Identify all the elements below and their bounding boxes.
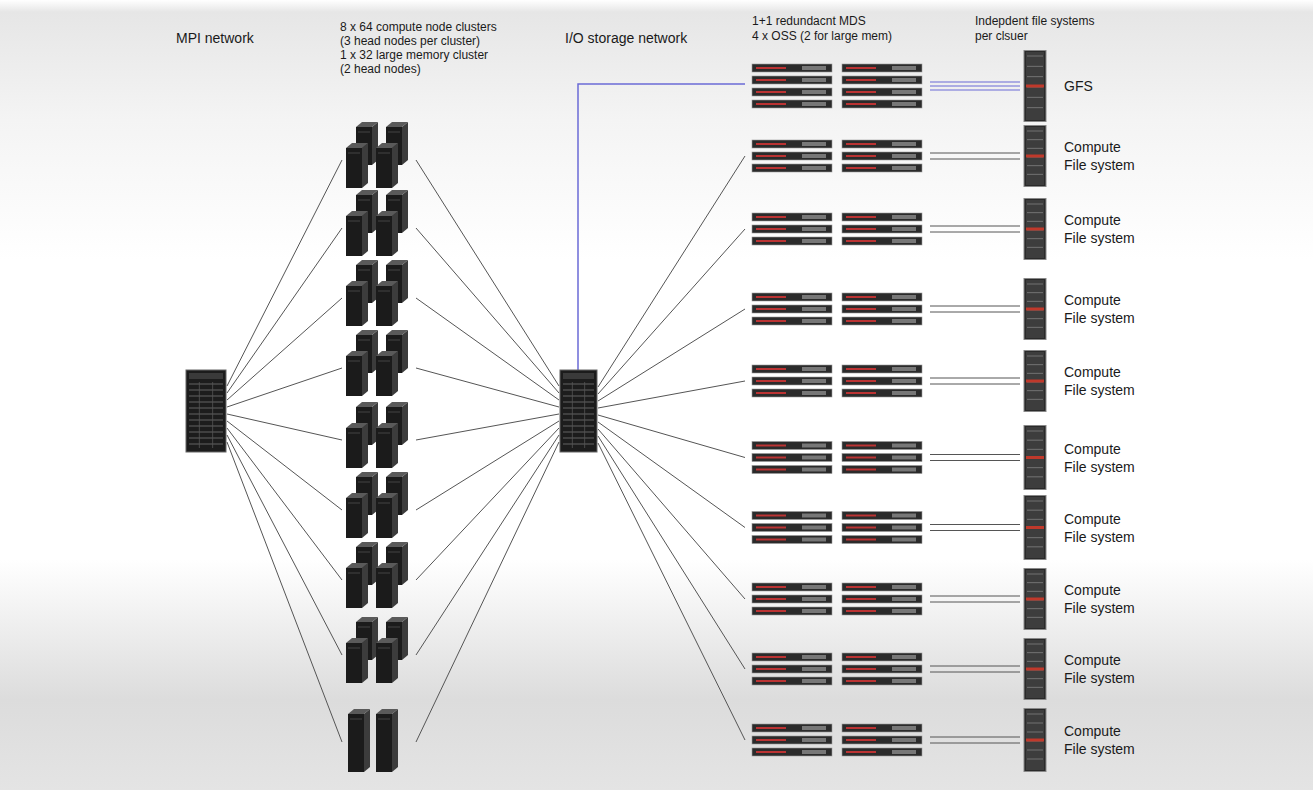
label-text: (2 head nodes) bbox=[340, 62, 421, 76]
compute-cluster bbox=[346, 472, 408, 538]
rack-label: Compute File system bbox=[1064, 291, 1142, 327]
label-text: MPI network bbox=[176, 30, 254, 46]
server-group bbox=[752, 64, 922, 108]
gfs-link bbox=[930, 85, 1020, 86]
rack-outline bbox=[1022, 425, 1050, 490]
label-text: 8 x 64 compute node clusters bbox=[340, 20, 497, 34]
server-group bbox=[752, 213, 922, 245]
rack-outline bbox=[1022, 568, 1050, 630]
file-system-rack: Compute File system bbox=[1022, 708, 1142, 772]
label-text: (3 head nodes per cluster) bbox=[340, 34, 480, 48]
rack-label: Compute File system bbox=[1064, 510, 1142, 546]
header-label: (2 head nodes) bbox=[340, 62, 421, 76]
network-links bbox=[227, 153, 1020, 743]
network-switch bbox=[560, 370, 597, 452]
header-label: 4 x OSS (2 for large mem) bbox=[752, 29, 892, 43]
label-text: 4 x OSS (2 for large mem) bbox=[752, 29, 892, 43]
file-system-rack: Compute File system bbox=[1022, 425, 1142, 490]
server-group bbox=[752, 724, 922, 756]
rack-label: Compute File system bbox=[1064, 722, 1142, 758]
rack-label: Compute File system bbox=[1064, 581, 1142, 617]
header-label: I/O storage network bbox=[565, 30, 687, 46]
large-memory-cluster bbox=[348, 709, 398, 772]
compute-cluster bbox=[346, 542, 408, 608]
gfs-link bbox=[578, 84, 745, 370]
header-label: Indepdent file systems bbox=[975, 14, 1094, 28]
file-system-rack: Compute File system bbox=[1022, 350, 1142, 412]
header-label: per clsuer bbox=[975, 29, 1028, 43]
header-label: 1 x 32 large memory cluster bbox=[340, 48, 488, 62]
rack-outline bbox=[1022, 350, 1050, 412]
file-system-rack: Compute File system bbox=[1022, 495, 1142, 560]
rack-label: Compute File system bbox=[1064, 211, 1142, 247]
network-switch bbox=[186, 370, 226, 452]
rack-outline bbox=[1022, 495, 1050, 560]
header-label: MPI network bbox=[176, 30, 254, 46]
rack-label: Compute File system bbox=[1064, 363, 1142, 399]
compute-cluster bbox=[346, 260, 408, 326]
file-system-rack: Compute File system bbox=[1022, 278, 1142, 340]
server-group bbox=[752, 512, 922, 544]
rack-outline bbox=[1022, 638, 1050, 700]
compute-cluster bbox=[346, 122, 408, 188]
header-label: (3 head nodes per cluster) bbox=[340, 34, 480, 48]
label-text: I/O storage network bbox=[565, 30, 687, 46]
label-text: 1 x 32 large memory cluster bbox=[340, 48, 488, 62]
header-label: 8 x 64 compute node clusters bbox=[340, 20, 497, 34]
server-group bbox=[752, 653, 922, 685]
rack-outline bbox=[1022, 50, 1050, 122]
server-group bbox=[752, 140, 922, 172]
compute-cluster bbox=[346, 330, 408, 396]
server-group bbox=[752, 293, 922, 325]
server-group bbox=[752, 583, 922, 615]
rack-outline bbox=[1022, 708, 1050, 772]
gfs-link bbox=[930, 81, 1020, 82]
rack-outline bbox=[1022, 198, 1050, 260]
compute-cluster bbox=[346, 402, 408, 468]
file-system-rack: Compute File system bbox=[1022, 198, 1142, 260]
file-system-rack: Compute File system bbox=[1022, 125, 1142, 187]
gfs-link bbox=[930, 89, 1020, 90]
header-label: 1+1 redundacnt MDS bbox=[752, 14, 866, 28]
compute-cluster bbox=[346, 617, 408, 683]
label-text: 1+1 redundacnt MDS bbox=[752, 14, 866, 28]
rack-outline bbox=[1022, 125, 1050, 187]
rack-label: Compute File system bbox=[1064, 440, 1142, 476]
rack-outline bbox=[1022, 278, 1050, 340]
rack-label: Compute File system bbox=[1064, 138, 1142, 174]
rack-label: GFS bbox=[1064, 77, 1142, 95]
label-text: Indepdent file systems bbox=[975, 14, 1094, 28]
compute-cluster bbox=[346, 190, 408, 256]
rack-label: Compute File system bbox=[1064, 651, 1142, 687]
server-group bbox=[752, 365, 922, 397]
server-group bbox=[752, 442, 922, 474]
file-system-rack: Compute File system bbox=[1022, 638, 1142, 700]
label-text: per clsuer bbox=[975, 29, 1028, 43]
file-system-rack: Compute File system bbox=[1022, 568, 1142, 630]
file-system-rack: GFS bbox=[1022, 50, 1142, 122]
